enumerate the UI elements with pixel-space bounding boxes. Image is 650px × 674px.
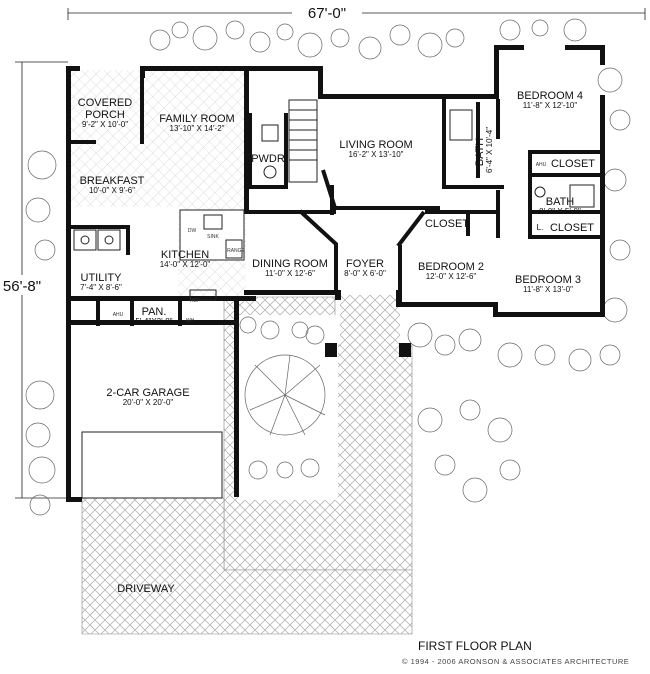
garage-door [81,431,223,499]
plan-title: FIRST FLOOR PLAN [418,639,532,653]
utility-appliances [73,229,121,251]
family-room-size: 13'-10" X 14'-2" [170,124,225,133]
family-room-label: FAMILY ROOM [159,113,234,125]
driveway-paving [81,497,413,635]
closet-bed2-label: CLOSET [425,218,469,230]
foyer-entry-paving [340,295,400,350]
breakfast-size: 10'-0" X 9'-6" [89,186,135,195]
kitchen-counters [179,209,245,301]
bedroom2-label: BEDROOM 2 [418,261,484,273]
driveway-label: DRIVEWAY [117,583,175,595]
pantry-label: PAN. [142,306,167,318]
stairs [288,99,318,183]
range-label: RANGE [227,248,245,254]
wh-label: WH [186,318,195,324]
bath2-size: 8'-0" X 5'-0" [539,207,581,216]
bedroom4-size: 11'-8" X 12'-10" [523,101,578,110]
ref-label: REF [190,298,200,304]
kitchen-size: 14'-0" X 12'-0" [160,260,211,269]
width-dimension: 67'-0" [308,5,346,22]
angled-walls [298,169,440,292]
bath1-label: BATH [474,138,486,167]
foyer-label: FOYER [346,258,384,270]
linen-label: L. [537,223,544,232]
pantry-size: 5'-4"X3'-8" [135,317,172,326]
columns [325,343,411,357]
dining-room-label: DINING ROOM [252,258,328,270]
exterior-walls [66,45,605,502]
garage-size: 20'-0" X 20'-0" [123,398,174,407]
bedroom4-label: BEDROOM 4 [517,90,583,102]
dining-room-size: 11'-0" X 12'-6" [265,269,315,278]
sink-label: SINK [207,234,219,240]
bedroom3-size: 11'-8" X 13'-0" [523,285,573,294]
kitchen-label: KITCHEN [161,249,209,261]
dw-label: DW [188,228,197,234]
foyer-size: 8'-0" X 6'-0" [344,269,386,278]
copyright-text: © 1994 - 2006 ARONSON & ASSOCIATES ARCHI… [402,657,629,666]
walkway-clear-area [238,315,338,500]
covered-porch-label-line1: COVERED [78,97,132,109]
bath2-label: BATH [546,196,575,208]
ahu-label-bed4: AHU [536,162,547,168]
bath1-size: 6'-4" X 10'-4" [485,127,494,173]
garage-label: 2-CAR GARAGE [106,387,189,399]
utility-label: UTILITY [81,272,123,284]
covered-porch-label-line2: PORCH [85,109,125,121]
landscaping [25,18,631,516]
breakfast-label: BREAKFAST [80,175,145,187]
bath-fixtures [261,109,595,208]
closet-bed4-label: CLOSET [551,158,595,170]
closet-bed3-label: CLOSET [550,222,594,234]
utility-size: 7'-4" X 8'-6" [80,283,122,292]
bedroom3-label: BEDROOM 3 [515,274,581,286]
ahu-label-pantry: AHU [113,312,124,318]
living-room-size: 16'-2" X 13'-10" [349,150,404,159]
depth-dimension: 56'-8" [3,278,41,295]
pwdr-label: PWDR [251,153,285,165]
living-room-label: LIVING ROOM [339,139,412,151]
bedroom2-size: 12'-0" X 12'-6" [426,272,477,281]
family-breakfast-tile [70,70,248,207]
covered-porch-size: 9'-2" X 10'-0" [82,120,128,129]
